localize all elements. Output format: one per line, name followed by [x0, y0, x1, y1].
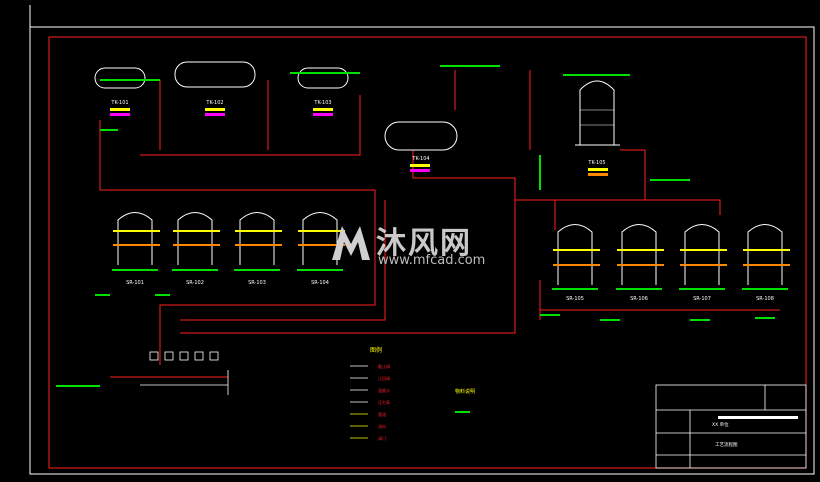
svg-text:SR-102: SR-102 — [186, 280, 204, 286]
svg-text:TK-101: TK-101 — [110, 100, 128, 106]
svg-text:SR-103: SR-103 — [248, 280, 266, 286]
title-bar — [718, 416, 798, 419]
watermark: 沐风网 www.mfcad.com — [328, 216, 498, 276]
legend-symbols — [350, 365, 368, 439]
pump-manifold — [140, 351, 229, 395]
svg-text:SR-107: SR-107 — [693, 296, 711, 302]
legend: 图例 截止阀 止回阀 温度计 压力表 管道 流向 阀门 物料说明 — [370, 346, 475, 441]
legend-item: 管道 — [378, 411, 386, 417]
tank-tag-bars — [110, 108, 430, 172]
legend-title: 图例 — [370, 346, 382, 354]
legend-item: 温度计 — [378, 387, 390, 393]
legend-item: 压力表 — [378, 399, 390, 405]
pipe-network — [99, 70, 780, 378]
watermark-title: 沐风网 — [376, 226, 472, 261]
tank-group-top — [94, 61, 458, 151]
legend-item: 流向 — [378, 423, 386, 429]
svg-text:SR-105: SR-105 — [566, 296, 584, 302]
legend-item: 阀门 — [378, 435, 386, 441]
reactor-labels-left: SR-101 SR-102 SR-103 SR-104 — [126, 280, 329, 286]
title-company: XX 单位 — [712, 421, 729, 428]
svg-text:TK-103: TK-103 — [313, 100, 331, 106]
reactor-group-right — [557, 224, 783, 285]
watermark-url: www.mfcad.com — [378, 253, 486, 268]
instrument-markings — [56, 65, 790, 387]
svg-text:SR-108: SR-108 — [756, 296, 774, 302]
reactor-labels-right: SR-105 SR-106 SR-107 SR-108 — [566, 296, 774, 302]
svg-text:SR-106: SR-106 — [630, 296, 648, 302]
svg-text:TK-105: TK-105 — [587, 160, 605, 166]
tower-TK105: TK-105 — [575, 80, 620, 176]
svg-text:SR-104: SR-104 — [311, 280, 329, 286]
legend-item: 止回阀 — [378, 375, 390, 381]
inner-frame — [48, 36, 807, 469]
svg-text:TK-102: TK-102 — [205, 100, 223, 106]
svg-text:TK-104: TK-104 — [411, 156, 429, 162]
mfcad-logo-icon — [332, 226, 370, 260]
svg-text:SR-101: SR-101 — [126, 280, 144, 286]
legend-right-title: 物料说明 — [455, 388, 475, 395]
title-block — [655, 384, 807, 469]
legend-item: 截止阀 — [378, 363, 390, 369]
tank-labels-top: TK-101 TK-102 TK-103 TK-104 — [110, 100, 429, 162]
reactor-group-left — [117, 212, 338, 265]
title-drawing: 工艺流程图 — [715, 441, 738, 448]
outer-frame — [29, 26, 815, 475]
